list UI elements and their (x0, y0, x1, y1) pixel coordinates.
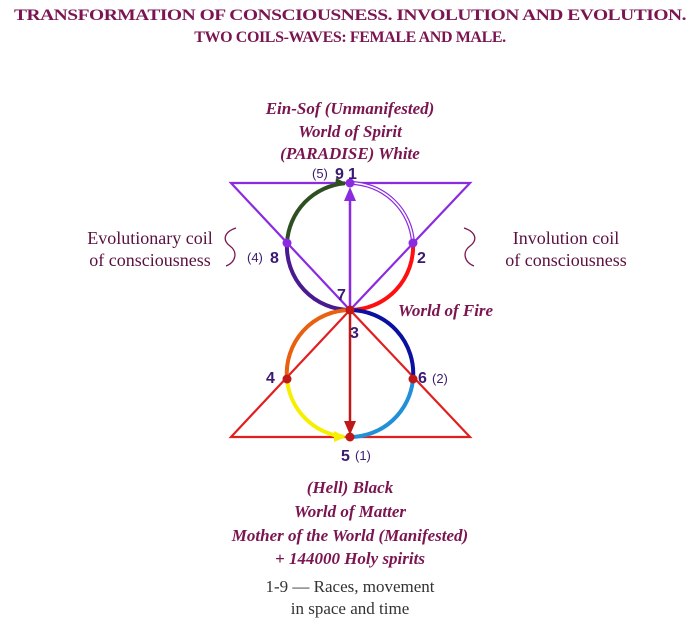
arc-1-2-inner (349, 182, 414, 244)
label-5-paren: (5) (312, 166, 328, 181)
left-label-1: Evolutionary coil (87, 228, 212, 248)
label-8: 8 (270, 250, 279, 267)
label-6: 6 (418, 370, 427, 387)
legend-line-2: in space and time (291, 599, 410, 618)
title-line-2: TWO COILS-WAVES: FEMALE AND MALE. (194, 29, 506, 46)
point-8 (282, 238, 292, 248)
title-line-1: TRANSFORMATION OF CONSCIOUSNESS. INVOLUT… (14, 7, 686, 24)
label-5: 5 (341, 448, 350, 465)
arc-6-3 (349, 308, 416, 380)
arrow-head-yellow-icon (334, 431, 346, 442)
arrow-up-icon (344, 187, 356, 201)
point-6 (408, 374, 418, 384)
bottom-label-2: World of Matter (294, 502, 406, 521)
label-2: 2 (417, 250, 426, 267)
world-of-fire-label: World of Fire (398, 301, 494, 320)
right-label-2: of consciousness (505, 250, 626, 270)
arc-3-4 (284, 308, 351, 380)
arrow-head-green-icon (335, 178, 346, 186)
label-2-paren: (2) (432, 371, 448, 386)
label-9: 9 (335, 166, 344, 183)
bottom-label-3: Mother of the World (Manifested) (231, 526, 468, 545)
label-4-paren: (4) (247, 250, 263, 265)
left-coil-swirl-icon (224, 227, 237, 267)
arc-2-3 (349, 242, 416, 312)
label-1: 1 (348, 166, 357, 183)
top-label-2: World of Spirit (298, 122, 403, 141)
arc-8-9 (285, 181, 346, 244)
label-7: 7 (337, 287, 346, 304)
point-3 (345, 305, 355, 315)
bottom-label-1: (Hell) Black (307, 478, 394, 497)
top-label-3: (PARADISE) White (280, 144, 420, 163)
arrow-down-icon (344, 421, 356, 435)
top-label-1: Ein-Sof (Unmanifested) (265, 99, 435, 118)
point-5 (345, 432, 355, 442)
point-2 (408, 238, 418, 248)
right-label-1: Involution coil (513, 228, 620, 248)
legend-line-1: 1-9 — Races, movement (265, 577, 434, 596)
label-1-paren: (1) (355, 448, 371, 463)
point-4 (282, 374, 292, 384)
left-label-2: of consciousness (89, 250, 210, 270)
right-coil-swirl-icon (463, 227, 476, 267)
arc-5-6 (349, 378, 415, 439)
label-3: 3 (350, 325, 359, 342)
arc-4-5 (285, 378, 345, 439)
bottom-label-4: + 144000 Holy spirits (275, 549, 425, 568)
point-1 (345, 178, 355, 188)
label-4: 4 (266, 370, 275, 387)
arc-7-8 (284, 242, 351, 312)
